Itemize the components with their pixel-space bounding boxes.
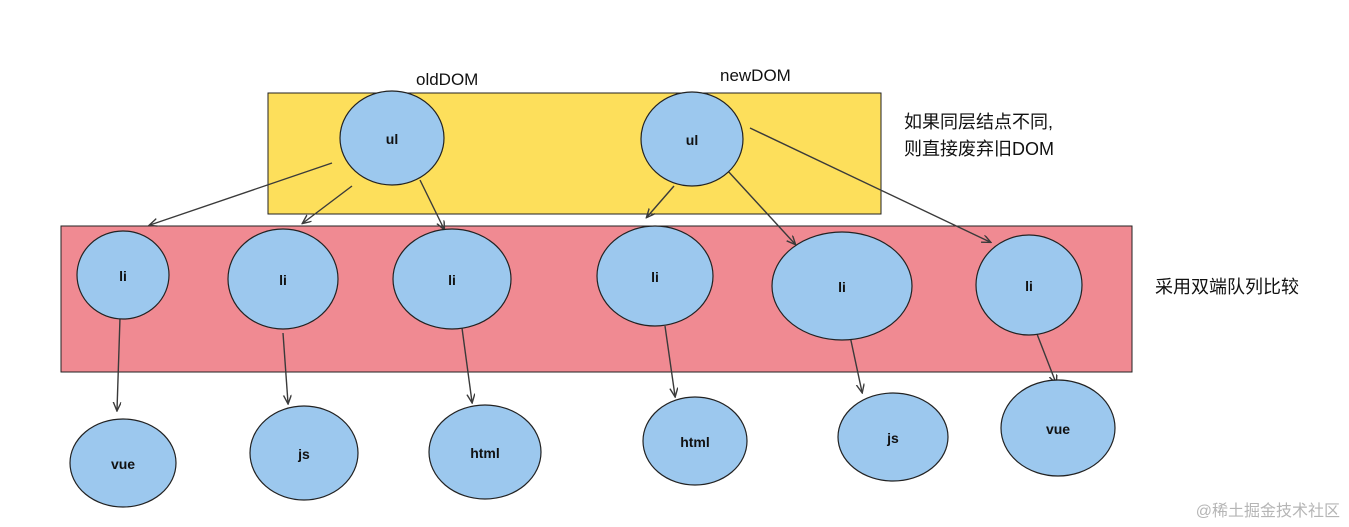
node-old-ul-label: ul [386, 131, 398, 147]
node-new-li-2: li [771, 231, 913, 341]
node-new-li-1: li [596, 225, 714, 327]
node-old-vue-label: vue [111, 456, 135, 472]
node-new-js-label: js [886, 430, 899, 446]
edge-old-li2-js [282, 332, 288, 403]
node-old-li-3-label: li [448, 272, 456, 288]
new-dom-caption: newDOM [720, 66, 791, 85]
edge-new-li2-js [849, 335, 862, 392]
node-new-li-2-label: li [838, 279, 846, 295]
edge-new-ul-li2 [726, 169, 795, 244]
sibling-list-band [60, 225, 1133, 373]
same-level-note-line1: 如果同层结点不同, [904, 112, 1053, 132]
site-watermark: @稀土掘金技术社区 [1196, 502, 1340, 520]
node-new-li-3: li [975, 234, 1083, 336]
node-old-li-2-label: li [279, 272, 287, 288]
same-level-note-line2: 则直接废弃旧DOM [904, 139, 1054, 159]
node-old-vue: vue [69, 418, 177, 508]
node-old-js-label: js [297, 446, 310, 462]
node-old-li-2: li [227, 228, 339, 330]
old-dom-caption: oldDOM [416, 70, 478, 89]
node-old-ul: ul [339, 90, 445, 186]
node-old-li-1: li [76, 230, 170, 320]
edge-old-li3-html [461, 327, 472, 402]
node-new-html: html [642, 396, 748, 486]
edge-old-li1-vue [117, 317, 120, 410]
edges [117, 127, 1056, 410]
node-new-html-label: html [680, 434, 710, 450]
node-new-vue: vue [1000, 379, 1116, 477]
edge-new-ul-li3 [749, 127, 990, 242]
node-new-js: js [837, 392, 949, 482]
edge-old-ul-li2 [303, 185, 353, 223]
double-ended-note: 采用双端队列比较 [1155, 277, 1299, 297]
node-new-li-1-label: li [651, 269, 659, 285]
node-new-li-3-label: li [1025, 278, 1033, 294]
edge-new-li1-html [664, 325, 675, 396]
node-old-js: js [249, 405, 359, 501]
edge-old-ul-li1 [150, 162, 333, 225]
node-old-li-3: li [392, 228, 512, 330]
node-new-vue-label: vue [1046, 421, 1070, 437]
node-new-ul: ul [640, 91, 744, 187]
node-new-ul-label: ul [686, 132, 698, 148]
node-old-html-label: html [470, 445, 500, 461]
edge-new-li3-vue [1036, 333, 1056, 383]
node-old-li-1-label: li [119, 268, 127, 284]
edge-new-ul-li1 [647, 185, 675, 217]
node-old-html: html [428, 404, 542, 500]
edge-old-ul-li3 [419, 179, 444, 229]
